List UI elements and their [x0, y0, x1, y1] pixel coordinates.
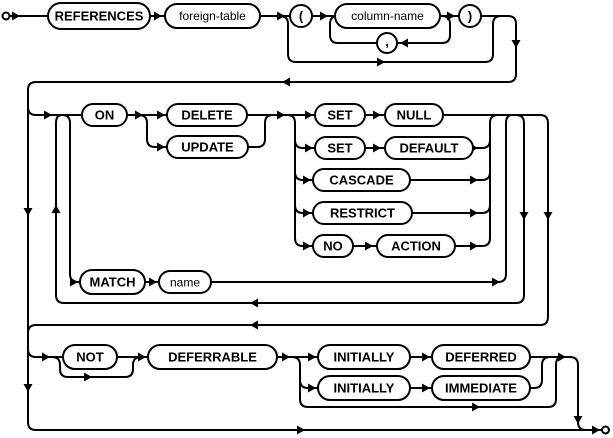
track-actions-merge: [481, 114, 499, 247]
track-deferred-out: [294, 356, 587, 431]
node-default: DEFAULT: [384, 136, 474, 160]
track-match-row: [78, 114, 513, 283]
node-delete: DELETE: [166, 103, 248, 127]
node-deferrable-label: DEFERRABLE: [168, 350, 257, 365]
node-update-label: UPDATE: [181, 140, 234, 155]
track-repeat-loop: [55, 114, 525, 304]
node-immediate: IMMEDIATE: [431, 375, 531, 401]
node-no-label: NO: [323, 239, 343, 254]
node-deferred-label: DEFERRED: [445, 350, 517, 365]
node-null: NULL: [384, 103, 444, 127]
node-match: MATCH: [79, 269, 146, 295]
node-references: REFERENCES: [47, 2, 151, 30]
node-not-label: NOT: [76, 350, 104, 365]
node-no: NO: [312, 234, 354, 258]
node-on-label: ON: [95, 108, 115, 123]
node-set-1-label: SET: [327, 108, 352, 123]
node-delete-label: DELETE: [181, 108, 233, 123]
track-merge-stub-3: [481, 204, 491, 214]
node-set-2-label: SET: [327, 141, 352, 156]
node-on: ON: [81, 103, 128, 127]
track-row-cascade: [294, 171, 482, 181]
node-null-label: NULL: [397, 108, 432, 123]
node-restrict: RESTRICT: [312, 201, 413, 225]
track-row-restrict: [294, 204, 482, 214]
node-references-label: REFERENCES: [55, 9, 144, 24]
node-initially-2: INITIALLY: [317, 375, 411, 401]
node-cascade: CASCADE: [312, 168, 411, 192]
track-not-bypass: [51, 356, 142, 378]
node-initially-1: INITIALLY: [317, 344, 411, 370]
node-open-paren-label: (: [299, 9, 304, 24]
track-row-set-default: [294, 139, 482, 149]
node-comma-label: ,: [385, 34, 389, 49]
node-default-label: DEFAULT: [400, 141, 459, 156]
node-foreign-table: foreign-table: [164, 3, 261, 29]
end-terminal-icon: [601, 425, 610, 435]
node-name: name: [158, 270, 212, 294]
node-deferrable: DEFERRABLE: [147, 344, 278, 370]
node-action: ACTION: [376, 234, 456, 258]
node-restrict-label: RESTRICT: [330, 206, 395, 221]
node-comma: ,: [376, 32, 398, 54]
track-merge-stub-1: [481, 139, 491, 149]
node-name-label: name: [170, 276, 200, 290]
node-set-2: SET: [314, 136, 366, 160]
node-deferred: DEFERRED: [431, 344, 531, 370]
node-column-name-label: column-name: [351, 9, 424, 23]
arrowheads: [12, 11, 600, 435]
node-action-label: ACTION: [391, 239, 441, 254]
node-immediate-label: IMMEDIATE: [445, 381, 517, 396]
start-terminal-icon: [1, 11, 11, 21]
node-cascade-label: CASCADE: [329, 173, 394, 188]
track-not-row: [27, 348, 294, 358]
track-merge-stub-2: [481, 171, 491, 181]
track-match-branch: [61, 114, 79, 283]
track-immediate-branch: [291, 356, 551, 389]
track-main-outer: [10, 15, 601, 431]
node-set-1: SET: [314, 103, 366, 127]
node-close-paren: ): [458, 4, 482, 28]
node-column-name: column-name: [334, 3, 441, 29]
node-update: UPDATE: [166, 135, 249, 159]
node-match-label: MATCH: [90, 275, 136, 290]
node-close-paren-label: ): [468, 9, 472, 24]
track-initially-bypass: [299, 356, 563, 408]
node-open-paren: (: [289, 4, 313, 28]
track-paren-bypass: [279, 15, 502, 63]
node-not: NOT: [62, 344, 118, 370]
node-foreign-table-label: foreign-table: [179, 9, 246, 23]
node-initially-2-label: INITIALLY: [334, 381, 395, 396]
node-initially-1-label: INITIALLY: [334, 350, 395, 365]
track-actions-branch: [286, 114, 482, 247]
